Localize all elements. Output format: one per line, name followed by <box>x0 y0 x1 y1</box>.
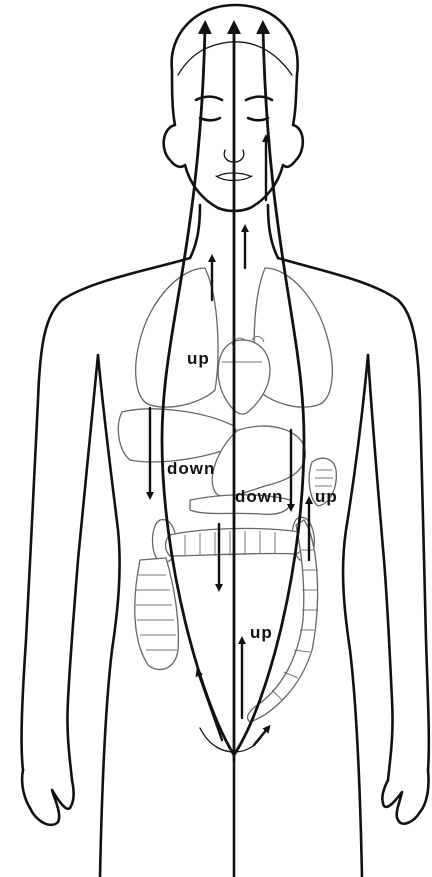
right-eye <box>248 118 268 120</box>
label-up-lower: up <box>250 623 273 642</box>
label-down-right: down <box>235 487 283 506</box>
right-eyebrow <box>246 97 272 100</box>
liver <box>118 409 236 462</box>
label-down-left: down <box>167 459 215 478</box>
left-hand <box>22 770 74 825</box>
label-up-right: up <box>315 487 338 506</box>
left-eyebrow <box>196 97 222 100</box>
left-inner-arm <box>67 355 98 780</box>
torso-left <box>98 355 120 877</box>
left-eye <box>200 118 220 120</box>
label-up-chest: up <box>187 349 210 368</box>
torso-right <box>343 355 368 877</box>
right-inner-arm <box>368 355 393 780</box>
heart <box>218 340 270 414</box>
lower-right-up-arrow <box>254 728 268 745</box>
left-lung <box>136 268 218 407</box>
